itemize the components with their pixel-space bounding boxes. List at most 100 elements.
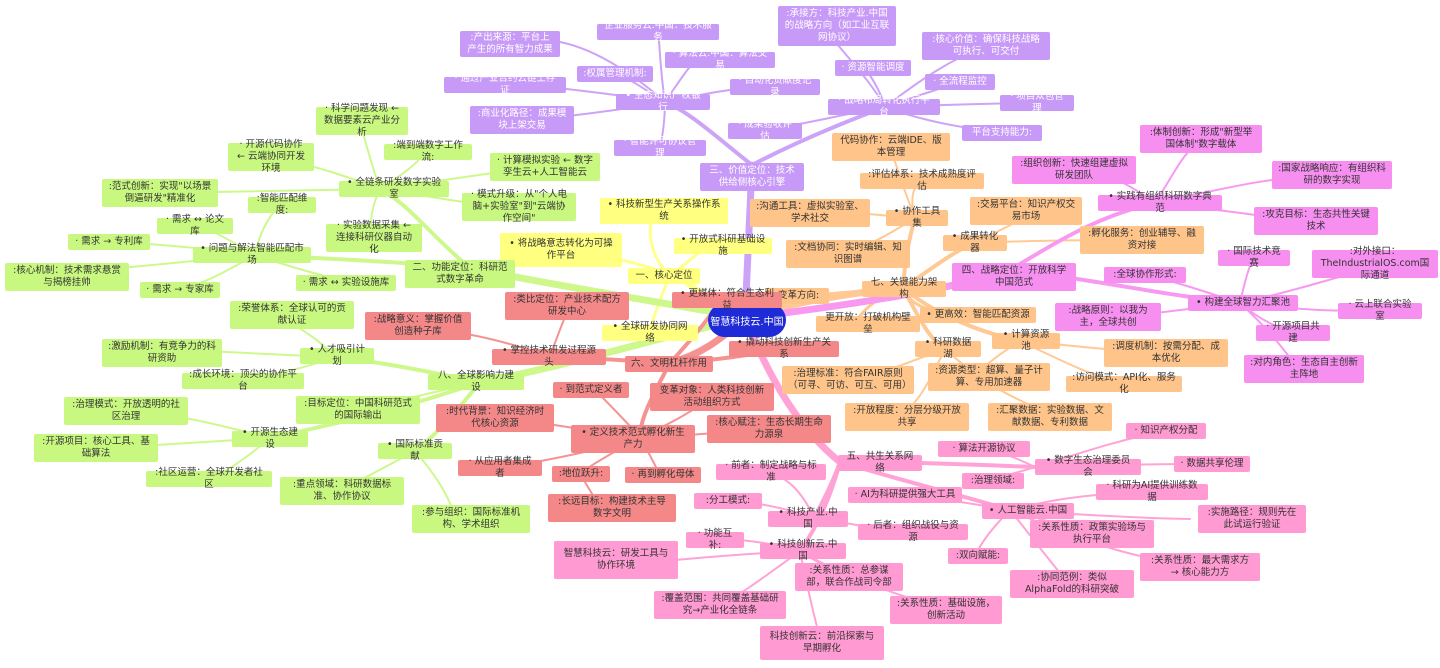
node-core-infra[interactable]: • 开放式科研基础设施 — [674, 234, 772, 257]
node-k10[interactable]: :分工模式: — [694, 493, 762, 509]
node-o4[interactable]: • 协作工具集 — [886, 206, 948, 229]
node-m10[interactable]: • 构建全球智力汇聚池 — [1188, 295, 1298, 311]
node-r6[interactable]: • 撬动科技创新生产关系 — [729, 337, 839, 360]
node-g5[interactable]: :范式创新：实现"以场景倒逼研发"精准化 — [102, 179, 218, 207]
node-o16[interactable]: :资源类型：超算、量子计算、专用加速器 — [928, 363, 1050, 391]
node-r12[interactable]: · 从应用者集成者 — [458, 456, 542, 479]
node-g7[interactable]: :智能匹配维度: — [248, 193, 316, 216]
node-m13[interactable]: · 开源项目共建 — [1256, 321, 1330, 344]
node-g19[interactable]: • 人才吸引计划 — [300, 344, 374, 367]
node-m14[interactable]: :对内角色：生态自主创新主阵地 — [1244, 355, 1364, 383]
node-o6[interactable]: :交易平台：知识产权交易市场 — [970, 197, 1082, 225]
node-g3[interactable]: :端到端数字工作流: — [384, 140, 472, 163]
node-p5[interactable]: · 通过产业合约云链上存证 — [444, 73, 566, 96]
node-g6[interactable]: • 全链条研发数字实验室 — [339, 177, 449, 200]
node-core-os[interactable]: • 科技新型生产关系操作系统 — [600, 198, 728, 224]
node-k25[interactable]: 科技创新云：前沿探索与早期孵化 — [760, 626, 884, 660]
node-g28[interactable]: :重点领域：科研数据标准、协作协议 — [280, 477, 404, 505]
node-p4[interactable]: · 算法云.中国：算法交易 — [665, 48, 775, 71]
node-g18[interactable]: :激励机制：有竞争力的科研资助 — [102, 339, 222, 367]
node-k12[interactable]: · 后者：组织战役与资源 — [858, 520, 968, 543]
node-k23[interactable]: :覆盖范围：共同覆盖基础研究→产业化全链条 — [654, 591, 786, 619]
node-m7[interactable]: · 国际技术竞赛 — [1218, 246, 1290, 269]
node-p8[interactable]: • 生态知识产权银行 — [616, 90, 710, 113]
node-o12[interactable]: • 更高效：智能匹配资源 — [920, 307, 1036, 323]
node-g14[interactable]: :核心机制：技术需求悬赏与揭榜挂帅 — [5, 263, 129, 291]
node-k1[interactable]: · 算法开源协议 — [938, 441, 1030, 457]
root-node[interactable]: 智慧科技云.中国 — [708, 303, 786, 337]
node-o15[interactable]: :治理标准：符合FAIR原则（可寻、可访、可互、可用） — [782, 366, 914, 394]
node-o14[interactable]: • 科研数据湖 — [915, 337, 981, 360]
node-section-1[interactable]: 一、核心定位 — [628, 268, 700, 284]
node-k20[interactable]: :关系性质：总参谋部，联合作战司令部 — [795, 563, 903, 591]
node-g13[interactable]: 二、功能定位：科研范式数字革命 — [405, 260, 515, 288]
node-p18[interactable]: 平台支持能力: — [962, 125, 1042, 141]
node-k18[interactable]: :双向赋能: — [948, 548, 1008, 564]
node-r8[interactable]: 变革对象：人类科技创新活动组织方式 — [650, 383, 774, 411]
node-p2[interactable]: 企业服务云.中国：技术服务 — [597, 20, 719, 43]
node-g9[interactable]: · 需求 ↔ 论文库 — [157, 214, 233, 237]
node-o3[interactable]: :沟通工具：虚拟实验室、学术社交 — [750, 199, 870, 227]
node-o11[interactable]: 更开放：打破机构壁垒 — [816, 312, 920, 335]
node-m4[interactable]: • 实践有组织科研数字典范 — [1098, 191, 1222, 214]
node-g2[interactable]: · 开源代码协作 ← 云端协同开发环境 — [228, 139, 314, 174]
node-p3[interactable]: :权属管理机制: — [577, 66, 653, 82]
node-g23[interactable]: :治理模式：开放透明的社区治理 — [64, 397, 188, 425]
node-k6[interactable]: · 前者：制定战略与标准 — [716, 460, 826, 483]
node-g15[interactable]: · 需求 ↔ 实验设施库 — [296, 275, 396, 291]
node-r13[interactable]: :地位跃升: — [552, 466, 610, 482]
node-r15[interactable]: :长远目标：构建技术主导数字文明 — [548, 494, 676, 522]
node-m2[interactable]: :组织创新：快速组建虚拟研发团队 — [1012, 156, 1136, 184]
node-g29[interactable]: :参与组织：国际标准机构、学术组织 — [412, 505, 530, 533]
node-r5[interactable]: • 更媒体：符合生态利益 — [672, 288, 782, 311]
node-k2[interactable]: · 知识产权分配 — [1126, 423, 1206, 439]
node-g21[interactable]: 八、全球影响力建设 — [428, 370, 524, 393]
node-g4[interactable]: · 计算模拟实验 ← 数字孪生云+人工智能云 — [490, 153, 600, 181]
node-k14[interactable]: :实施路径：规则先在此试运行验证 — [1198, 505, 1306, 533]
node-m3[interactable]: :国家战略响应：有组织科研的数字实现 — [1272, 161, 1392, 189]
node-k24[interactable]: :关系性质：基础设施，创新活动 — [890, 596, 1002, 624]
node-g26[interactable]: • 国际标准贡献 — [378, 439, 452, 462]
node-g8[interactable]: · 模式升级：从"个人电脑+实验室"到"云端协作空间" — [462, 189, 576, 224]
node-p10[interactable]: 三、价值定位：技术供给侧核心引擎 — [700, 163, 804, 191]
node-m11[interactable]: :战略原则：以我为主，全球共创 — [1055, 303, 1161, 331]
node-o8[interactable]: :孵化服务：创业辅导、融资对接 — [1080, 226, 1204, 254]
node-p7[interactable]: :商业化路径：成果模块上架交易 — [470, 106, 574, 134]
node-o1[interactable]: 代码协作：云端IDE、版本管理 — [832, 133, 950, 161]
node-r4[interactable]: 六、文明杠杆作用 — [625, 356, 713, 372]
node-g22[interactable]: :目标定位：中国科研范式的国际输出 — [296, 396, 420, 424]
node-p1[interactable]: :产出来源：平台上产生的所有智力成果 — [460, 31, 560, 57]
node-k8[interactable]: · AI为科研提供强大工具 — [848, 487, 962, 503]
node-r9[interactable]: :时代背景：知识经济时代核心资源 — [436, 404, 554, 432]
node-g16[interactable]: · 需求 → 专家库 — [140, 282, 220, 298]
node-r10[interactable]: • 定义技术范式孵化新生产力 — [571, 425, 695, 453]
node-r14[interactable]: · 再到孵化母体 — [625, 467, 701, 483]
node-g27[interactable]: :社区运营：全球开发者社区 — [146, 467, 272, 490]
node-k16[interactable]: • 科技创新云.中国 — [760, 539, 846, 562]
node-k22[interactable]: :关系性质：最大需求方 → 核心能力方 — [1140, 553, 1260, 581]
node-p16[interactable]: · 项目众包管理 — [1000, 91, 1074, 114]
node-o5[interactable]: :文档协同：实时编辑、知识图谱 — [786, 240, 910, 268]
node-m6[interactable]: 四、战略定位：开放科学中国范式 — [952, 263, 1076, 291]
node-k15[interactable]: · 功能互补: — [686, 528, 744, 551]
node-m12[interactable]: · 云上联合实验室 — [1338, 299, 1422, 322]
node-k3[interactable]: 五、共生关系网络 — [838, 451, 922, 474]
node-core-network[interactable]: • 全球研发协同网络 — [602, 321, 698, 344]
node-m1[interactable]: :体制创新：形成"新型举国体制"数字载体 — [1140, 125, 1262, 153]
node-p15[interactable]: · 战略布局转化执行平台 — [828, 95, 940, 118]
node-g1[interactable]: · 科学问题发现 ← 数据要素云产业分析 — [316, 103, 408, 138]
node-o19[interactable]: :汇聚数据：实验数据、文献数据、专利数据 — [988, 403, 1112, 431]
node-g12[interactable]: • 问题与解法智能匹配市场 — [193, 243, 311, 266]
node-k11[interactable]: • 科技产业.中国 — [768, 507, 848, 530]
node-g20[interactable]: :成长环境：顶尖的协作平台 — [182, 369, 304, 392]
node-k7[interactable]: :治理领域: — [962, 473, 1024, 489]
node-m5[interactable]: :攻克目标：生态共性关键技术 — [1254, 207, 1378, 235]
node-k19[interactable]: 智慧科技云：研发工具与协作环境 — [554, 541, 678, 579]
node-o17[interactable]: :调度机制：按需分配、成本优化 — [1104, 339, 1228, 367]
node-o20[interactable]: :访问模式：API化、服务化 — [1066, 372, 1182, 395]
node-g24[interactable]: • 开源生态建设 — [232, 427, 308, 450]
node-o13[interactable]: • 计算资源池 — [992, 329, 1060, 352]
node-r2[interactable]: :战略意义：掌握价值创造种子库 — [365, 312, 471, 340]
node-m8[interactable]: :全球协作形式: — [1104, 267, 1186, 283]
node-k5[interactable]: · 数据共享伦理 — [1174, 456, 1250, 472]
